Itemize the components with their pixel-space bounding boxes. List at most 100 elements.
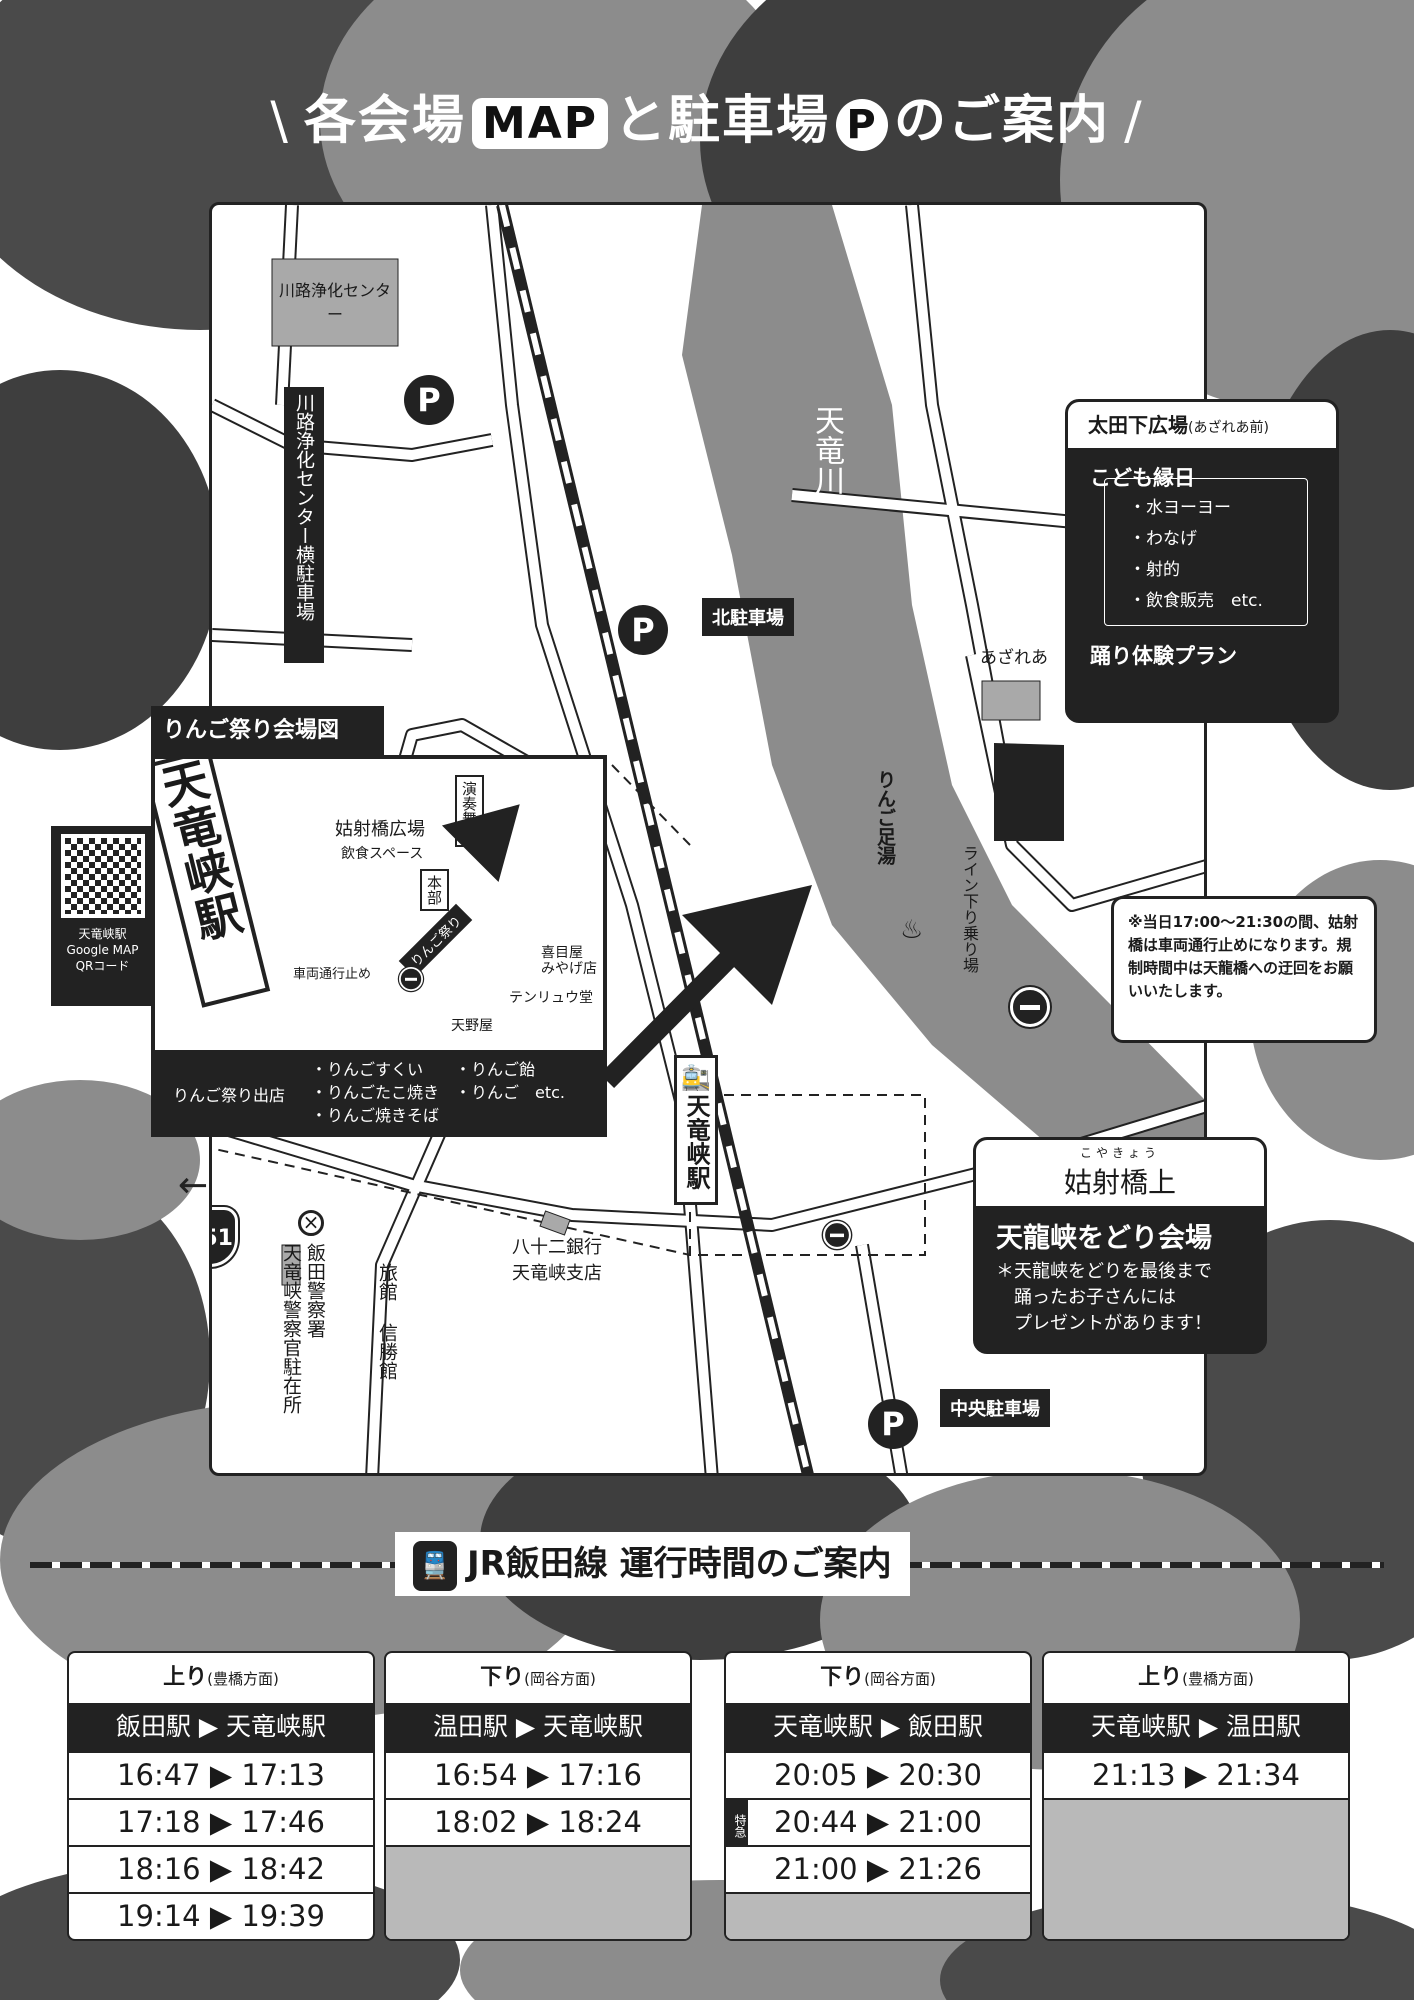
river — [682, 205, 1204, 1280]
timetable-card: 上り(豊橋方面) 飯田駅 ▶ 天竜峡駅 16:47 ▶ 17:13 17:18 … — [67, 1651, 375, 1941]
parking-icon[interactable]: P — [868, 1399, 918, 1449]
direction-sub: (岡谷方面) — [524, 1670, 596, 1688]
shop-name: みやげ店 — [541, 961, 597, 977]
qr-label: 天竜峡駅 — [78, 927, 127, 941]
title-text: のご案内 — [894, 91, 1111, 151]
bank-name: 八十二銀行 — [512, 1237, 602, 1258]
callout-header: 太田下広場(あざれあ前) — [1068, 402, 1336, 448]
empty-row — [726, 1892, 1030, 1939]
parking-icon[interactable]: P — [404, 375, 454, 425]
hot-spring-icon: ♨ — [900, 915, 924, 945]
shop-label: テンリュウ堂 — [509, 990, 593, 1006]
direction-sub: (豊橋方面) — [1182, 1670, 1254, 1688]
venue-note: プレゼントがあります！ — [1014, 1313, 1212, 1334]
shop-name: 喜目屋 — [541, 945, 583, 961]
azarea-label: あざれあ — [980, 648, 1048, 668]
kids-fair-label: こども縁日 — [1090, 466, 1195, 490]
time-row: 21:00 ▶ 21:26 — [726, 1845, 1030, 1892]
qr-code-panel[interactable]: 天竜峡駅 Google MAP QRコード — [51, 826, 154, 1006]
qr-label: Google MAP — [66, 943, 139, 957]
stall-item: ・りんご焼きそば — [311, 1106, 440, 1125]
direction: 下り — [820, 1665, 865, 1690]
time-row: 18:02 ▶ 18:24 — [386, 1798, 690, 1845]
title-text: 各会場 — [303, 91, 466, 151]
hq-label: 本部 — [420, 869, 449, 911]
inset-title: りんご祭り会場図 — [151, 706, 384, 756]
train-icon: 🚉 — [682, 1064, 710, 1094]
fair-item: ・わなげ — [1129, 529, 1197, 549]
road-closure-notice: ※当日17:00～21:30の間、姑射橋は車両通行止めになります。規制時間中は天… — [1111, 896, 1377, 1043]
venue-label: 天龍峡をどり会場 — [996, 1223, 1212, 1254]
ryokan-label: 旅館 信勝館 — [376, 1263, 398, 1380]
police-box-label: 天竜峡警察官駐在所 — [280, 1243, 302, 1414]
no-entry-icon — [399, 967, 423, 991]
stalls-label: りんご祭り出店 — [173, 1086, 286, 1105]
empty-row — [1044, 1798, 1348, 1939]
train-icon: 🚆 — [413, 1540, 457, 1591]
timetable-heading: 🚆JR飯田線 運行時間のご案内 — [395, 1532, 910, 1596]
direction: 上り — [163, 1665, 208, 1690]
center-parking-label: 中央駐車場 — [940, 1389, 1050, 1427]
north-parking-label: 北駐車場 — [702, 598, 794, 636]
empty-row — [386, 1892, 690, 1939]
river-label: 天竜川 — [809, 405, 844, 495]
stalls-panel: りんご祭り出店 ・りんごすくい・りんごたこ焼き・りんご焼きそば ・りんご飴・りん… — [151, 1050, 607, 1137]
direction: 上り — [1138, 1665, 1183, 1690]
ota-plaza-area — [994, 743, 1064, 841]
big-arrow — [599, 937, 750, 1089]
food-area-label: 飲食スペース — [341, 846, 424, 862]
fair-item: ・射的 — [1129, 560, 1180, 580]
time-row: 16:54 ▶ 17:16 — [386, 1751, 690, 1798]
ota-plaza-callout: 太田下広場(あざれあ前) こども縁日 ・水ヨーヨー ・わなげ ・射的 ・飲食販売… — [1065, 399, 1339, 723]
qr-label: QRコード — [75, 959, 130, 973]
time-row: 19:14 ▶ 19:39 — [69, 1892, 373, 1939]
fair-item: ・飲食販売 etc. — [1129, 591, 1263, 611]
fair-item: ・水ヨーヨー — [1129, 498, 1231, 518]
no-entry-icon — [1010, 987, 1050, 1027]
route: 天竜峡駅 ▶ 飯田駅 — [726, 1703, 1030, 1751]
parking-badge: P — [836, 99, 889, 151]
bank-label: 八十二銀行天竜峡支店 — [512, 1235, 602, 1287]
shop-label: 喜目屋みやげ店 — [541, 945, 597, 977]
festival-inset-map: りんご祭り会場図 天竜峡駅 姑射橋広場 飲食スペース 演奏舞台 本部 りんご祭り… — [151, 706, 607, 1137]
route: 飯田駅 ▶ 天竜峡駅 — [69, 1703, 373, 1751]
ruby-text: こやきょう — [1079, 1146, 1160, 1160]
timetable-card: 上り(豊橋方面) 天竜峡駅 ▶ 温田駅 21:13 ▶ 21:34 — [1042, 1651, 1350, 1941]
callout-title: 太田下広場 — [1088, 413, 1188, 437]
stall-item: ・りんご飴 — [455, 1060, 536, 1079]
time-row: 21:13 ▶ 21:34 — [1044, 1751, 1348, 1798]
title-text: と駐車場 — [614, 91, 831, 151]
stall-item: ・りんご etc. — [455, 1083, 566, 1102]
arrow-left-icon: ← — [178, 1165, 209, 1206]
stall-item: ・りんごたこ焼き — [311, 1083, 440, 1102]
parking-icon[interactable]: P — [618, 605, 668, 655]
boat-pier-label: ライン下り乗り場 — [960, 845, 979, 973]
time-row: 20:05 ▶ 20:30 — [726, 1751, 1030, 1798]
route: 温田駅 ▶ 天竜峡駅 — [386, 1703, 690, 1751]
callout-subtitle: (あざれあ前) — [1188, 420, 1269, 436]
timetable-title: JR飯田線 運行時間のご案内 — [467, 1544, 892, 1584]
time-row: 17:18 ▶ 17:46 — [69, 1798, 373, 1845]
direction: 下り — [480, 1665, 525, 1690]
station-label: 🚉天竜峡駅 — [674, 1055, 718, 1205]
qr-code[interactable] — [60, 834, 145, 918]
venue-note: ＊天龍峡をどりを最後まで — [996, 1261, 1212, 1282]
empty-row — [386, 1845, 690, 1892]
time-row: 18:16 ▶ 18:42 — [69, 1845, 373, 1892]
closed-label: 車両通行止め — [293, 967, 372, 982]
stall-item: ・りんごすくい — [311, 1060, 424, 1079]
dance-plan-label: 踊り体験プラン — [1090, 644, 1237, 668]
station-name: 天竜峡駅 — [682, 1093, 710, 1190]
railway — [496, 205, 814, 1473]
timetable-card: 下り(岡谷方面) 温田駅 ▶ 天竜峡駅 16:54 ▶ 17:16 18:02 … — [384, 1651, 692, 1941]
police-icon: × — [298, 1210, 324, 1236]
route: 天竜峡駅 ▶ 温田駅 — [1044, 1703, 1348, 1751]
time-row: 16:47 ▶ 17:13 — [69, 1751, 373, 1798]
bank-branch: 天竜峡支店 — [512, 1263, 602, 1284]
koya-title: 姑射橋上 — [1063, 1166, 1176, 1199]
venue-note: 踊ったお子さんには — [1014, 1287, 1176, 1308]
footbath-label: りんご足湯 — [874, 770, 896, 865]
